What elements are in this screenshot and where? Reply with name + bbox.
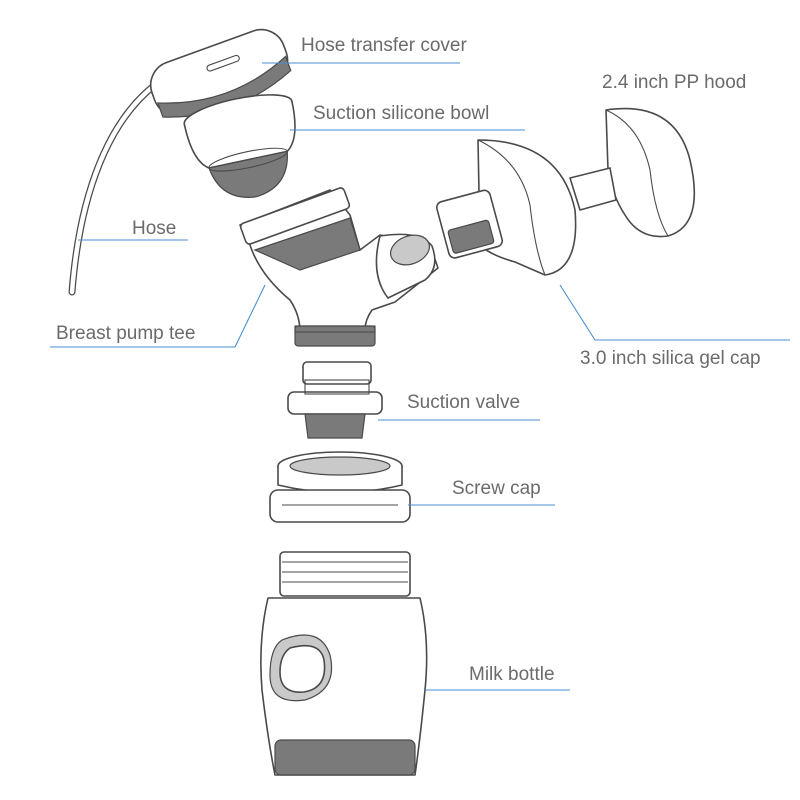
label-screw-cap: Screw cap [452, 478, 541, 499]
suction-silicone-bowl-part [183, 94, 296, 198]
screw-cap-part [269, 451, 411, 523]
hose-part [68, 81, 159, 296]
suction-valve-part [287, 361, 383, 439]
label-hose: Hose [132, 218, 177, 239]
silica-gel-cap-part [435, 139, 577, 276]
label-hose-transfer-cover: Hose transfer cover [301, 35, 467, 56]
milk-bottle-part [260, 551, 428, 776]
label-suction-valve: Suction valve [407, 392, 521, 413]
leader-breast-pump-tee [50, 284, 266, 348]
leader-lines [50, 62, 790, 691]
label-silica-gel-cap: 3.0 inch silica gel cap [580, 348, 761, 369]
label-breast-pump-tee: Breast pump tee [56, 323, 196, 344]
pp-hood-part [569, 107, 696, 238]
label-milk-bottle: Milk bottle [469, 664, 555, 685]
label-suction-silicone-bowl: Suction silicone bowl [313, 103, 490, 124]
breast-pump-tee-part [239, 187, 439, 347]
leader-silica-gel-cap [559, 284, 790, 341]
label-pp-hood: 2.4 inch PP hood [602, 72, 747, 93]
